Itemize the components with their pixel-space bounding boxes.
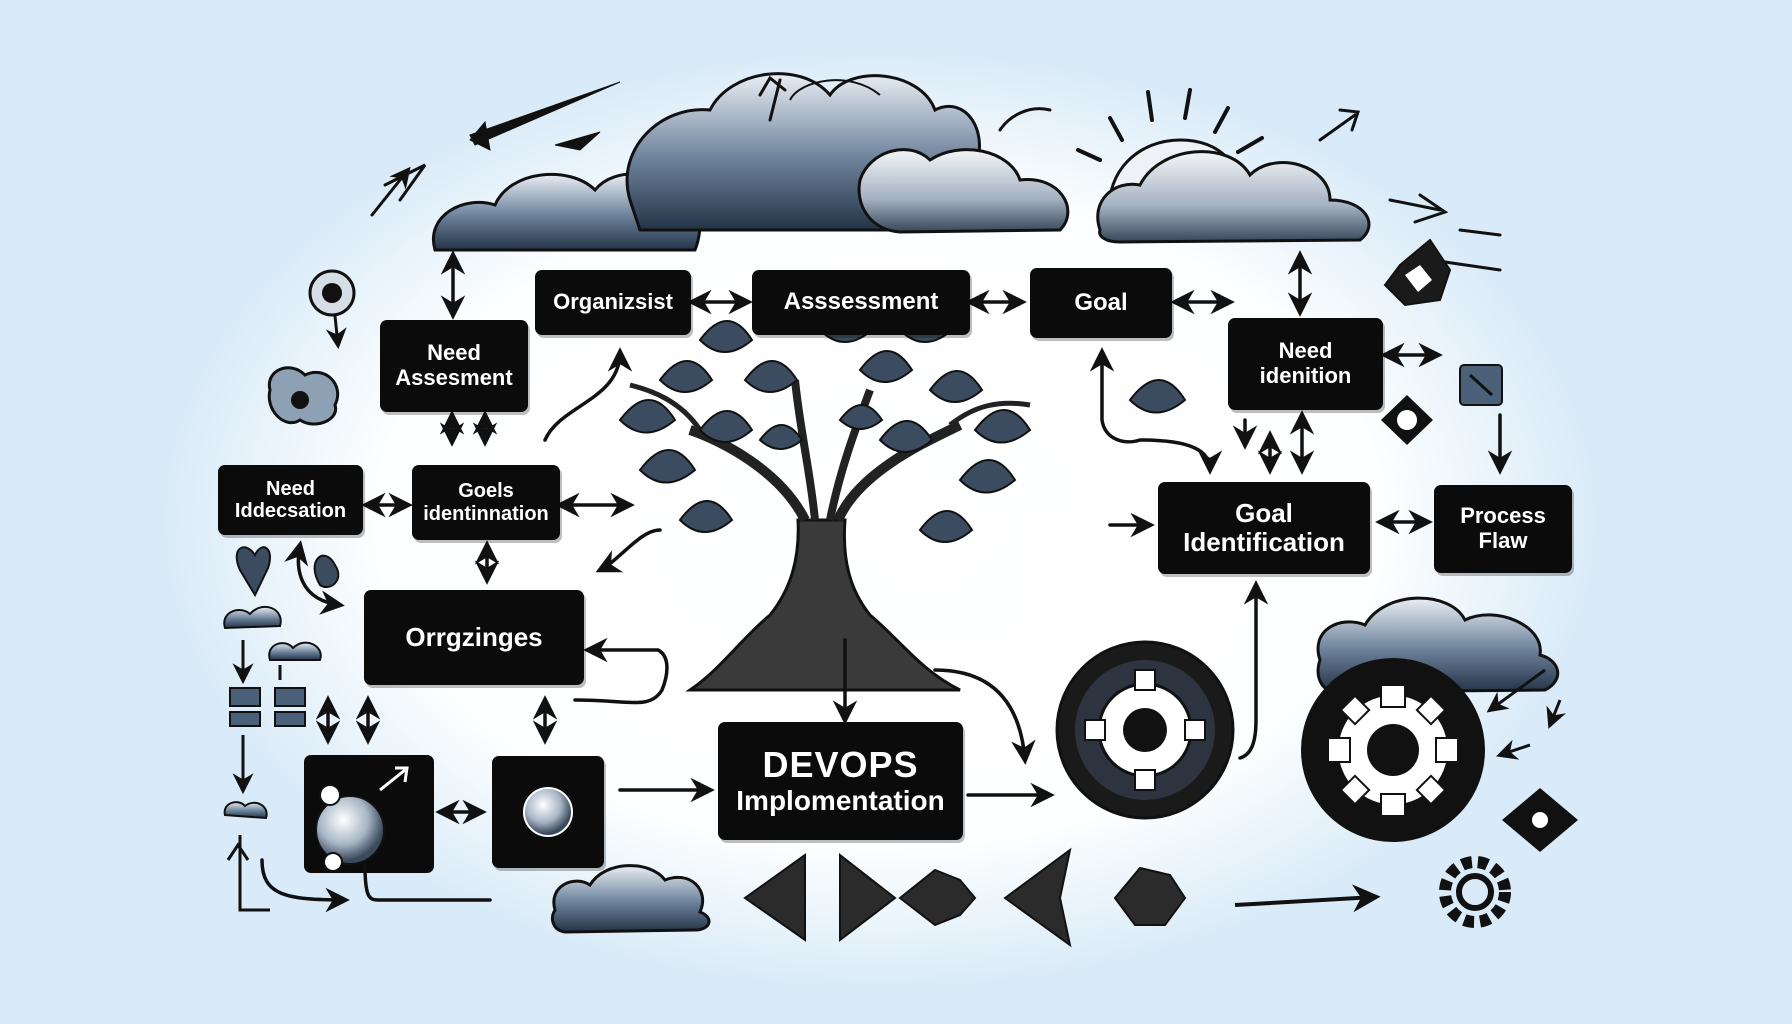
box-goal-identification-line1: Goal: [1235, 497, 1293, 528]
left-connectors: [226, 640, 282, 912]
cloud-icon: [857, 148, 1070, 234]
box-need-iddecsation: Need Iddecsation: [218, 465, 363, 535]
sphere-tile: [492, 756, 604, 868]
box-goal-identification: Goal Identification: [1158, 482, 1370, 574]
box-devops-line1: DEVOPS: [762, 744, 919, 786]
box-goal-label: Goal: [1074, 288, 1128, 316]
box-goels-identinnation-line1: Goels: [458, 480, 514, 503]
box-need-assessment: Need Assesment: [380, 320, 528, 412]
box-need-assessment-line2: Assesment: [395, 365, 513, 390]
box-need-identition-line2: idenition: [1259, 363, 1352, 388]
box-goels-identinnation: Goels identinnation: [412, 465, 560, 540]
diamond-icon: [898, 868, 977, 927]
triangle-right-icon: [839, 852, 897, 943]
box-need-identition: Need idenition: [1228, 318, 1383, 410]
box-process-flaw-line2: Flaw: [1478, 528, 1528, 553]
blob-icon: [267, 366, 340, 426]
box-need-identition-line1: Need: [1278, 338, 1333, 364]
arrow-icon: [370, 75, 1502, 272]
box-organizsist-label: Organizsist: [553, 289, 673, 315]
box-assessment: Asssessment: [752, 270, 970, 335]
background-halo: [160, 50, 1600, 990]
box-devops-implementation: DEVOPS Implomentation: [718, 722, 963, 840]
gear-icon: [1301, 658, 1485, 842]
rocket-icon: [469, 81, 621, 151]
cloud-icon: [223, 605, 322, 820]
box-organizsist: Organizsist: [535, 270, 691, 335]
triangle-left-icon: [1003, 847, 1072, 948]
box-need-iddecsation-line1: Need: [266, 477, 315, 500]
diamond-icon: [1383, 238, 1452, 307]
diamond-icon: [1381, 395, 1433, 445]
eye-icon: [308, 269, 356, 350]
diamond-icon: [1502, 788, 1578, 852]
cloud-icon: [1096, 150, 1371, 244]
diamond-icon: [1113, 866, 1187, 926]
box-orrgzinges-label: Orrgzinges: [405, 621, 543, 652]
connector-arrows: [260, 250, 1513, 913]
gear-icon: [1055, 640, 1235, 820]
gear-icon: [1439, 856, 1511, 928]
box-process-flaw: Process Flaw: [1434, 485, 1572, 573]
box-need-iddecsation-line2: Iddecsation: [234, 500, 347, 522]
arrow-icon: [1486, 668, 1566, 760]
small-block-icon: [229, 687, 306, 727]
sphere-icon: [315, 766, 409, 872]
cloud-icon: [551, 864, 711, 934]
box-orrgzinges: Orrgzinges: [364, 590, 584, 685]
sphere-tile: [304, 755, 434, 873]
box-goels-identinnation-line2: identinnation: [423, 502, 549, 525]
sphere-icon: [523, 787, 573, 837]
triangle-left-icon: [743, 853, 806, 942]
box-need-assessment-line1: Need: [427, 340, 481, 366]
box-assessment-label: Asssessment: [783, 288, 939, 316]
small-block-icon: [1459, 364, 1503, 406]
box-goal: Goal: [1030, 268, 1172, 338]
arrow-icon: [1234, 884, 1381, 913]
box-devops-line2: Implomentation: [736, 785, 945, 817]
box-goal-identification-line2: Identification: [1183, 527, 1345, 557]
box-process-flaw-line1: Process: [1460, 503, 1546, 529]
